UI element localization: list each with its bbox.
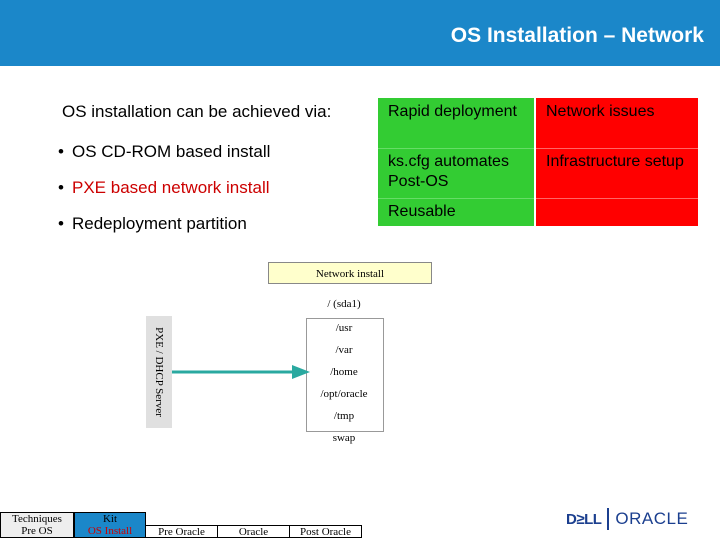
- bullet-dot: •: [58, 142, 64, 161]
- logo-separator: [607, 508, 610, 530]
- partition-usr: /usr: [335, 322, 353, 334]
- divider: [378, 198, 534, 199]
- con-infrastructure: Infrastructure setup: [536, 148, 698, 198]
- pro-reusable: Reusable: [378, 198, 534, 226]
- pro-rapid-deployment: Rapid deployment: [378, 98, 534, 150]
- divider: [536, 148, 698, 149]
- partition-opt-oracle: /opt/oracle: [320, 388, 368, 400]
- partition-swap: swap: [332, 432, 356, 444]
- nav-oracle[interactable]: Oracle: [218, 525, 290, 538]
- partition-var: /var: [335, 344, 353, 356]
- nav-os-install: OS Install: [87, 525, 133, 537]
- nav-kit[interactable]: Kit OS Install: [74, 512, 146, 538]
- dell-logo: D≥LL: [566, 510, 602, 528]
- partition-frame: [306, 318, 384, 432]
- pxe-dhcp-server: PXE / DHCP Server: [146, 316, 172, 428]
- bullet-dot: •: [58, 178, 64, 197]
- page-title: OS Installation – Network: [450, 24, 704, 47]
- nav-post-oracle[interactable]: Post Oracle: [290, 525, 362, 538]
- partition-tmp: /tmp: [333, 410, 355, 422]
- nav-pre-oracle[interactable]: Pre Oracle: [146, 525, 218, 538]
- network-install-box: Network install: [268, 262, 432, 284]
- dell-oracle-logo: D≥LL ORACLE: [566, 508, 688, 530]
- header-bar: OS Installation – Network: [0, 0, 720, 66]
- oracle-logo: ORACLE: [615, 509, 689, 528]
- divider: [536, 198, 698, 199]
- con-network-issues: Network issues: [536, 98, 698, 150]
- partition-home: /home: [330, 366, 358, 378]
- arrow-right-icon: [172, 365, 310, 379]
- pro-ks-cfg: ks.cfg automates Post-OS: [378, 148, 534, 198]
- bullet-pxe: •PXE based network install: [58, 178, 270, 197]
- partition-root: / (sda1): [327, 298, 361, 310]
- con-empty: [536, 198, 698, 226]
- divider: [378, 148, 534, 149]
- bullet-dot: •: [58, 214, 64, 233]
- bullet-cdrom: •OS CD-ROM based install: [58, 142, 271, 161]
- bullet-redeploy: •Redeployment partition: [58, 214, 247, 233]
- nav-techniques[interactable]: Techniques Pre OS: [0, 512, 74, 538]
- intro-text: OS installation can be achieved via:: [62, 102, 332, 121]
